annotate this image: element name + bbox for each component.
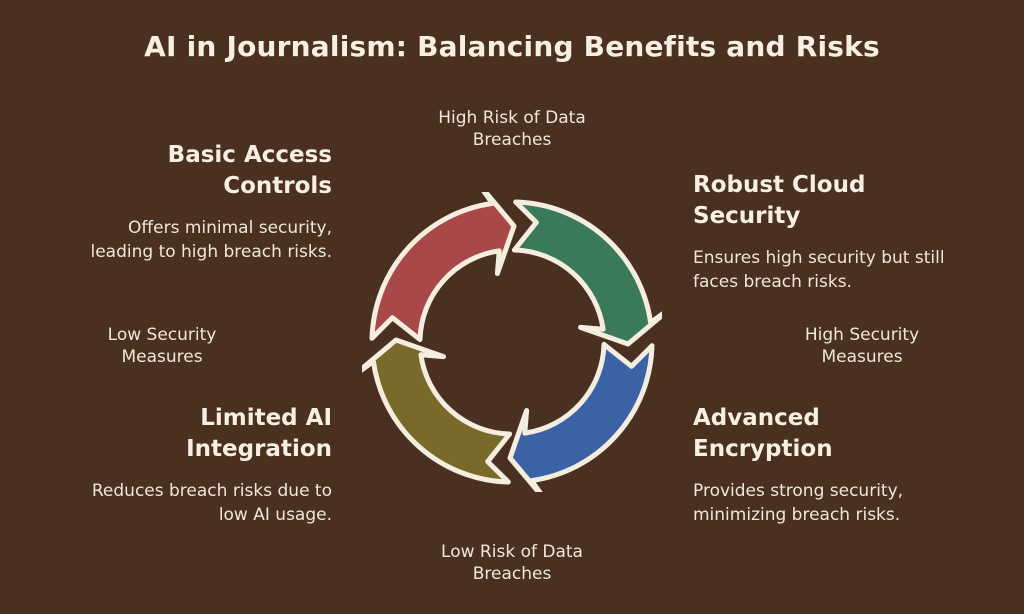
cycle-segment-bottom-right bbox=[507, 341, 655, 492]
axis-label-left: Low Security Measures bbox=[107, 325, 217, 367]
cycle-diagram bbox=[362, 192, 662, 492]
cycle-segment-bottom-left bbox=[362, 337, 513, 485]
quadrant-top-right: Robust Cloud Security Ensures high secur… bbox=[693, 170, 945, 294]
axis-label-top: High Risk of Data Breaches bbox=[438, 108, 586, 150]
cycle-segment-top-left bbox=[369, 192, 517, 343]
quadrant-heading: Robust Cloud Security bbox=[693, 172, 866, 229]
quadrant-heading: Advanced Encryption bbox=[693, 405, 833, 462]
quadrant-bottom-right: Advanced Encryption Provides strong secu… bbox=[693, 403, 945, 527]
diagram-title: AI in Journalism: Balancing Benefits and… bbox=[144, 30, 880, 63]
cycle-segment-top-right bbox=[511, 199, 662, 347]
axis-label-bottom: Low Risk of Data Breaches bbox=[441, 542, 583, 584]
quadrant-description: Provides strong security, minimizing bre… bbox=[693, 481, 904, 525]
quadrant-bottom-left: Limited AI Integration Reduces breach ri… bbox=[80, 403, 332, 527]
axis-label-right: High Security Measures bbox=[804, 325, 920, 367]
quadrant-description: Ensures high security but still faces br… bbox=[693, 248, 945, 292]
quadrant-description: Offers minimal security, leading to high… bbox=[90, 218, 332, 262]
quadrant-top-left: Basic Access Controls Offers minimal sec… bbox=[80, 140, 332, 264]
quadrant-heading: Limited AI Integration bbox=[186, 405, 332, 462]
quadrant-description: Reduces breach risks due to low AI usage… bbox=[91, 481, 332, 525]
quadrant-heading: Basic Access Controls bbox=[167, 142, 332, 199]
